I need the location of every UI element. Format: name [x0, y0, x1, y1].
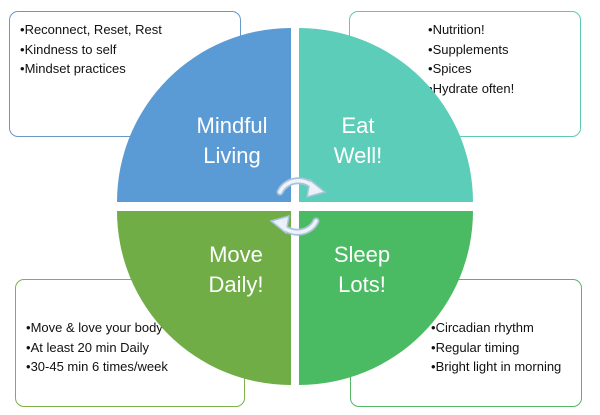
quadrant-label: Daily! [208, 272, 263, 297]
quadrant-sleep-lots [299, 211, 473, 385]
quadrant-mindful-living [117, 28, 291, 202]
quadrant-label: Well! [334, 143, 383, 168]
list-item: Kindness to self [20, 40, 230, 60]
cycle-arrows-icon [269, 177, 327, 236]
quadrant-label: Mindful [197, 113, 268, 138]
list-item: Move & love your body [26, 318, 234, 338]
quadrant-label: Eat [341, 113, 374, 138]
quadrant-label: Lots! [338, 272, 386, 297]
list-item: Circadian rhythm [431, 318, 571, 338]
list-item: At least 20 min Daily [26, 338, 234, 358]
quadrant-label: Move [209, 242, 263, 267]
list-item: Bright light in morning [431, 357, 571, 377]
quadrant-label: Sleep [334, 242, 390, 267]
list-item: Spices [428, 59, 570, 79]
list-item: Mindset practices [20, 59, 230, 79]
list-item: Nutrition! [428, 20, 570, 40]
list-item: Hydrate often! [428, 79, 570, 99]
list-item: Supplements [428, 40, 570, 60]
list-item: Regular timing [431, 338, 571, 358]
list-item: 30-45 min 6 times/week [26, 357, 234, 377]
quadrant-eat-well [299, 28, 473, 202]
quadrant-move-daily [117, 211, 291, 385]
quadrant-label: Living [203, 143, 260, 168]
list-item: Reconnect, Reset, Rest [20, 20, 230, 40]
